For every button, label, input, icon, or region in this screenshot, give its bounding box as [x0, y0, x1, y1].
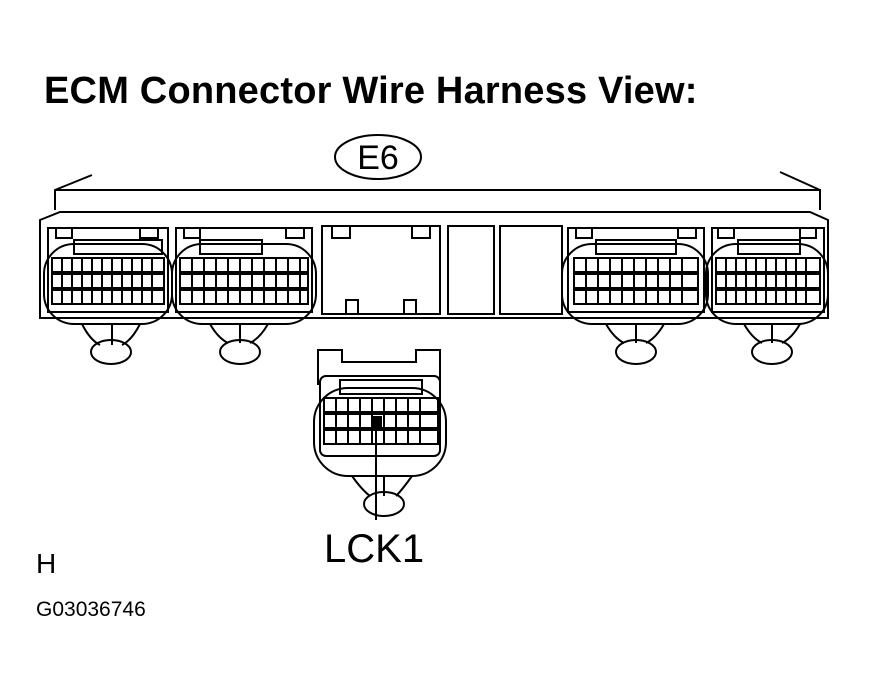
left-connector-2 — [171, 227, 317, 365]
left-connector-1 — [43, 227, 173, 365]
lck1-terminal — [372, 416, 382, 428]
terminal-callout: LCK1 — [324, 527, 425, 571]
view-letter: H — [36, 548, 57, 579]
connector-label-ellipse — [334, 134, 422, 180]
right-connector-1 — [561, 227, 709, 365]
right-connector-2 — [705, 227, 829, 365]
blank-cover-1 — [447, 225, 495, 315]
blank-cover-2 — [499, 225, 563, 315]
ecm-span-bracket — [54, 171, 821, 210]
connector-label: E6 — [357, 139, 399, 177]
detached-connector — [313, 349, 447, 517]
diagram-title: ECM Connector Wire Harness View: — [44, 70, 698, 112]
center-socket — [321, 225, 441, 315]
figure-code: G03036746 — [36, 598, 146, 621]
